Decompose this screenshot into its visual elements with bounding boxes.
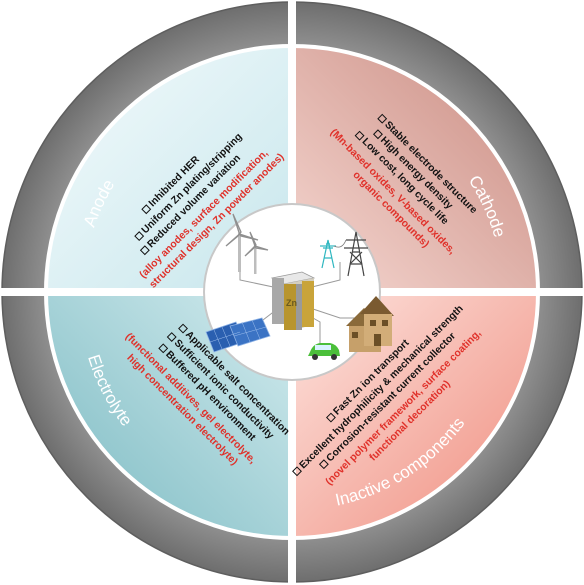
house-icon — [346, 296, 394, 352]
wind-turbine-icon — [225, 213, 269, 274]
battery-icon: Zn — [270, 271, 316, 330]
electric-car-icon — [308, 343, 340, 360]
power-tower-icon — [320, 231, 368, 277]
battery-zn-label: Zn — [286, 298, 297, 308]
solar-panel-icon — [205, 317, 271, 353]
